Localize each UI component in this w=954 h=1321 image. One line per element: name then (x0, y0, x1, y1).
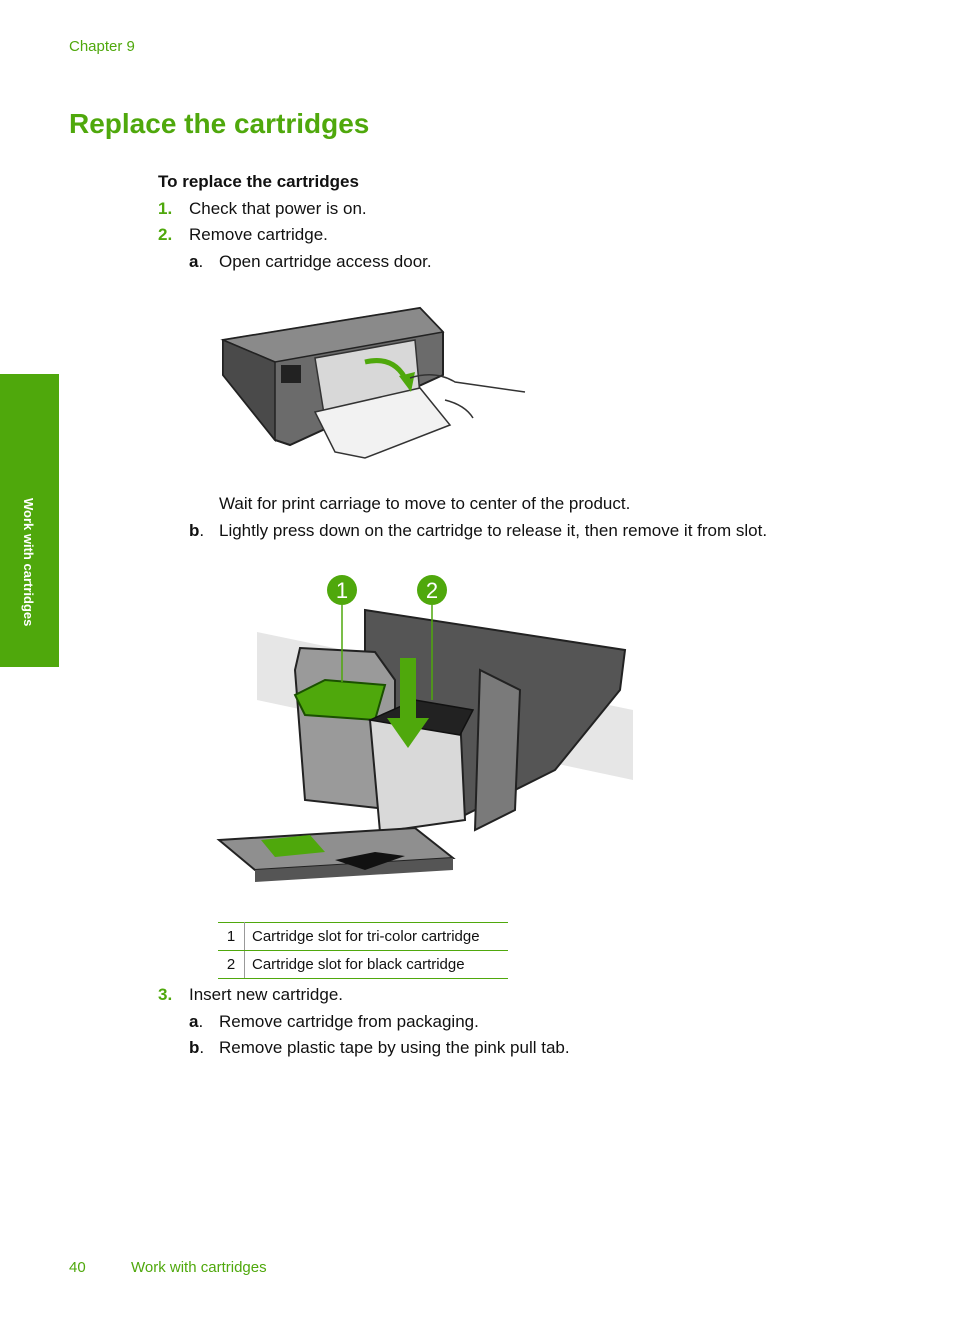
substep-text: Remove plastic tape by using the pink pu… (219, 1038, 570, 1057)
page-title: Replace the cartridges (69, 108, 370, 139)
chapter-header: Chapter 9 (69, 38, 135, 55)
wait-text: Wait for print carriage to move to cente… (219, 494, 631, 513)
step-text: Check that power is on. (189, 199, 367, 218)
substep-letter: b. (189, 521, 205, 540)
table-row: 1 Cartridge slot for tri-color cartridge (218, 922, 508, 951)
step-number: 2. (158, 225, 173, 244)
footer-page-number: 40 (69, 1259, 86, 1276)
side-tab-label: Work with cartridges (21, 498, 36, 627)
callout-label-1: 1 (336, 578, 348, 603)
callout-marker-1 (327, 575, 357, 605)
callout-description: Cartridge slot for black cartridge (244, 950, 508, 979)
callout-table: 1 Cartridge slot for tri-color cartridge… (218, 922, 508, 979)
footer-title: Work with cartridges (131, 1259, 267, 1276)
step-text: Remove cartridge. (189, 225, 328, 244)
cartridge-carriage-illustration: 1 2 (216, 575, 633, 882)
callout-marker-2 (417, 575, 447, 605)
procedure-heading: To replace the cartridges (158, 172, 359, 191)
side-tab (0, 374, 59, 667)
substep-letter: a. (189, 252, 204, 271)
substep-letter: a. (189, 1012, 204, 1031)
step-number: 3. (158, 985, 173, 1004)
substep-text: Lightly press down on the cartridge to r… (219, 521, 768, 540)
callout-number: 2 (218, 950, 245, 979)
substep-text: Remove cartridge from packaging. (219, 1012, 479, 1031)
callout-description: Cartridge slot for tri-color cartridge (244, 922, 508, 951)
step-number: 1. (158, 199, 173, 218)
table-row: 2 Cartridge slot for black cartridge (218, 950, 508, 979)
step-text: Insert new cartridge. (189, 985, 344, 1004)
substep-text: Open cartridge access door. (219, 252, 432, 271)
printer-door-illustration (220, 306, 526, 459)
callout-number: 1 (218, 922, 245, 951)
substep-letter: b. (189, 1038, 205, 1057)
callout-label-2: 2 (426, 578, 438, 603)
